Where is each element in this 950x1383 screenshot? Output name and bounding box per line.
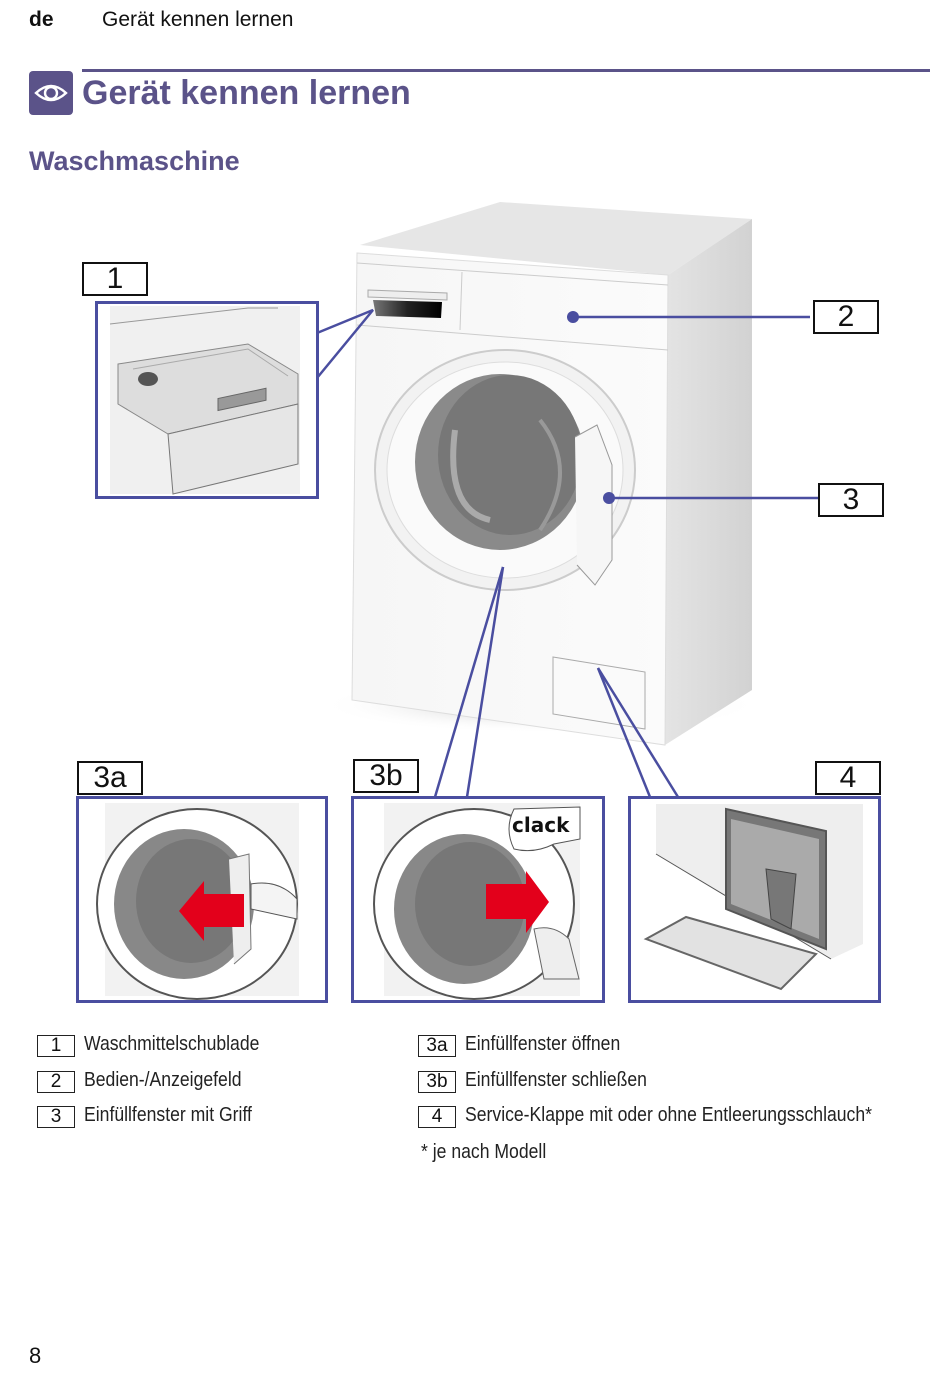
section-subtitle: Waschmaschine xyxy=(29,146,240,176)
legend-text-3b: Einfüllfenster schließen xyxy=(465,1069,647,1091)
legend-num-3b: 3b xyxy=(418,1071,456,1093)
legend-text-3: Einfüllfenster mit Griff xyxy=(84,1104,252,1126)
callout-2: 2 xyxy=(813,300,879,334)
detergent-drawer-inset xyxy=(95,301,319,499)
legend-num-1: 1 xyxy=(37,1035,75,1057)
door-open-inset xyxy=(76,796,328,1003)
clack-sound-label: clack xyxy=(512,813,570,837)
eye-icon xyxy=(29,71,73,115)
callout-dot-3 xyxy=(603,492,615,504)
legend-num-2: 2 xyxy=(37,1071,75,1093)
legend-text-3a: Einfüllfenster öffnen xyxy=(465,1033,621,1055)
washing-machine-illustration xyxy=(316,202,818,798)
service-flap-inset xyxy=(628,796,881,1003)
running-title: Gerät kennen lernen xyxy=(102,8,294,31)
machine-top xyxy=(360,202,752,275)
door-handle xyxy=(574,424,613,586)
legend-num-3: 3 xyxy=(37,1106,75,1128)
door-close-inset: clack xyxy=(351,796,605,1003)
machine-side xyxy=(665,219,752,745)
legend-text-2: Bedien-/Anzeigefeld xyxy=(84,1069,242,1091)
detergent-drawer xyxy=(367,289,448,301)
legend-text-4: Service-Klappe mit oder ohne Entleerungs… xyxy=(465,1104,872,1126)
arrow-left-icon xyxy=(179,881,244,941)
callout-3b: 3b xyxy=(353,759,419,793)
legend-text-1: Waschmittelschublade xyxy=(84,1033,260,1055)
callout-3: 3 xyxy=(818,483,884,517)
title-rule xyxy=(82,69,930,72)
language-code: de xyxy=(29,8,54,31)
callout-4: 4 xyxy=(815,761,881,795)
legend-num-4: 4 xyxy=(418,1106,456,1128)
callout-dot-2 xyxy=(567,311,579,323)
legend-num-3a: 3a xyxy=(418,1035,456,1057)
callout-1: 1 xyxy=(82,262,148,296)
page-number: 8 xyxy=(29,1343,42,1368)
footnote: * je nach Modell xyxy=(421,1141,547,1163)
callout-3a: 3a xyxy=(77,761,143,795)
service-flap xyxy=(552,656,646,730)
page-title: Gerät kennen lernen xyxy=(82,74,411,112)
arrow-right-icon xyxy=(486,871,549,933)
